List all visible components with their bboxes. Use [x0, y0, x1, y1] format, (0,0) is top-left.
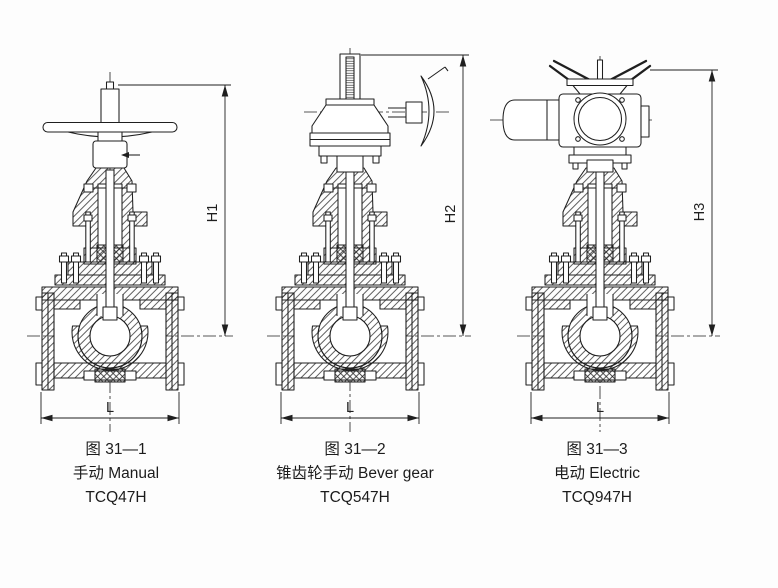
dimension-height-2: H2 [361, 54, 469, 336]
dimension-height-1: H1 [118, 84, 231, 336]
handwheel-actuator [42, 81, 178, 169]
yoke-nut [92, 140, 128, 169]
figure-3-caption: 图 31—3 电动 Electric TCQ947H [554, 438, 640, 510]
gear-housing [311, 104, 389, 134]
figure-title: 电动 Electric [553, 465, 641, 482]
dimension-length-3: L [530, 392, 670, 424]
dimension-length-2: L [280, 392, 420, 424]
figure-model: TCQ47H [85, 489, 147, 506]
electric-motor [502, 99, 561, 141]
stem-cap [105, 81, 115, 90]
height-dimension-label: H3 [692, 203, 708, 222]
side-handwheel [420, 75, 435, 147]
length-dimension-label: L [596, 400, 604, 416]
stem-upper [100, 88, 120, 124]
bevel-gear-valve-drawing: H2 L [267, 48, 471, 432]
handwheel [42, 121, 178, 133]
figure-number: 图 31—1 [85, 441, 147, 458]
electric-actuator [490, 59, 652, 173]
figure-number: 图 31—3 [566, 441, 628, 458]
bevel-gear-actuator [304, 53, 452, 173]
manual-valve-drawing: H1 L [27, 72, 233, 432]
height-dimension-label: H2 [443, 205, 459, 224]
figure-model: TCQ547H [320, 489, 390, 506]
height-dimension-label: H1 [205, 204, 221, 223]
dimension-length-1: L [40, 392, 180, 424]
figure-2-caption: 图 31—2 锥齿轮手动 Bever gear TCQ547H [276, 438, 434, 510]
figure-title: 锥齿轮手动 Bever gear [276, 465, 434, 482]
dimension-height-3: H3 [650, 69, 718, 336]
top-handwheel [566, 78, 634, 87]
figure-model: TCQ947H [562, 489, 632, 506]
figure-number: 图 31—2 [324, 441, 386, 458]
length-dimension-label: L [346, 400, 354, 416]
figure-title: 手动 Manual [72, 465, 160, 482]
figure-1-caption: 图 31—1 手动 Manual TCQ47H [73, 438, 159, 510]
gear-shaft-hub [405, 101, 423, 124]
length-dimension-label: L [106, 400, 114, 416]
electric-valve-drawing: H3 L [490, 56, 720, 432]
